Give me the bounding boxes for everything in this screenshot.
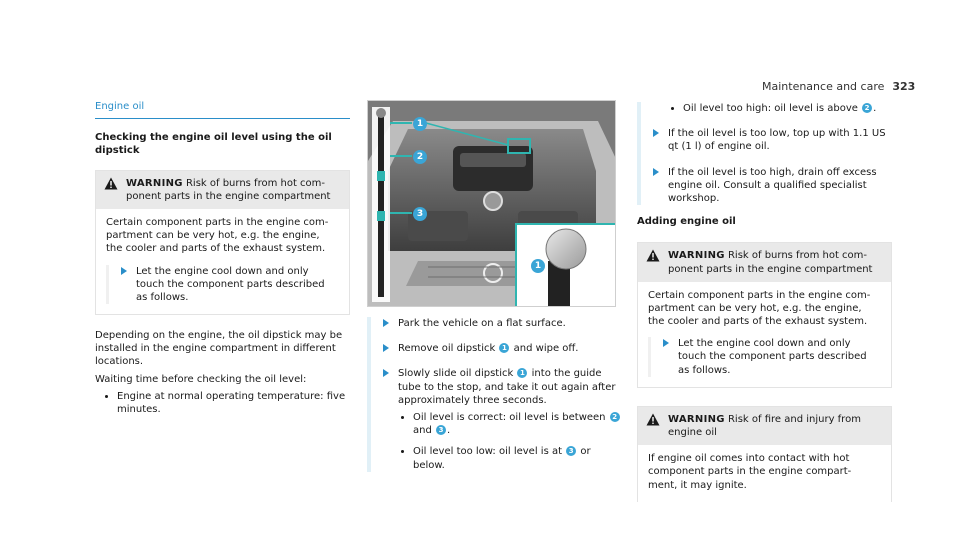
warning-label: WARNING (668, 250, 725, 262)
warning-box-burns: WARNING Risk of burns from hot com- pone… (637, 242, 892, 388)
engine-illustration (368, 101, 615, 306)
warning-label: WARNING (126, 177, 183, 189)
step-top-up: If the oil level is too low, top up with… (653, 127, 892, 153)
step-slide: Slowly slide oil dipstick 1 into the gui… (383, 367, 622, 407)
bullet-dot (401, 415, 404, 419)
bullet-dot (401, 450, 404, 454)
ref-num-2: 2 (862, 103, 873, 113)
column-2: 1 2 3 1 Park the vehicle on a flat surfa… (367, 100, 622, 472)
arrow-icon (383, 369, 389, 378)
arrow-icon (383, 344, 389, 353)
warning-head-text: WARNING Risk of burns from hot com- pone… (668, 250, 873, 275)
ref-num-3: 3 (566, 446, 577, 457)
steps-checking: Park the vehicle on a flat surface. Remo… (367, 317, 622, 472)
header-title: Maintenance and care (762, 80, 885, 93)
ref-num-3: 3 (436, 425, 447, 436)
callout-inset-1: 1 (531, 259, 545, 273)
warning-triangle-icon (646, 413, 660, 426)
warning-body-text: If engine oil comes into contact with ho… (648, 453, 852, 491)
list-item: Oil level too low: oil level is at 3 or … (383, 445, 622, 471)
warning-header: WARNING Risk of burns from hot com- pone… (96, 170, 349, 209)
warning-body: Certain component parts in the engine co… (96, 209, 349, 314)
warning-box-fire: WARNING Risk of fire and injury from eng… (637, 405, 892, 502)
page-number: 323 (892, 80, 916, 93)
paragraph-waiting: Waiting time before checking the oil lev… (95, 373, 307, 385)
column-3: Oil level too high: oil level is above 2… (637, 100, 892, 516)
arrow-icon (653, 167, 659, 176)
callout-1: 1 (413, 117, 427, 131)
step-park: Park the vehicle on a flat surface. (383, 317, 622, 330)
arrow-icon (653, 129, 659, 138)
engine-compartment-image: 1 2 3 1 (367, 100, 616, 307)
list-item: Engine at normal operating temperature: … (95, 390, 350, 416)
warning-triangle-icon (646, 249, 660, 262)
warning-label: WARNING (668, 413, 725, 425)
arrow-icon (121, 266, 127, 275)
warning-body: If engine oil comes into contact with ho… (638, 445, 891, 502)
warning-triangle-icon (104, 177, 118, 190)
arrow-icon (383, 319, 389, 327)
warning-box: WARNING Risk of burns from hot com- pone… (95, 169, 350, 316)
ref-num-2: 2 (609, 411, 620, 422)
warning-body-text: Certain component parts in the engine co… (648, 289, 871, 328)
arrow-icon (663, 339, 669, 348)
column-1: Engine oil Checking the engine oil level… (95, 100, 350, 416)
section-title: Engine oil (95, 100, 350, 120)
warning-body-text: Certain component parts in the engine co… (106, 216, 329, 255)
warning-head-text: WARNING Risk of fire and injury from eng… (668, 413, 861, 438)
sub-title-adding: Adding engine oil (637, 216, 736, 228)
list-item: Oil level too high: oil level is above 2… (653, 102, 892, 115)
warning-step: Let the engine cool down and only touch … (106, 264, 339, 305)
warning-header: WARNING Risk of fire and injury from eng… (638, 406, 891, 446)
running-header: Maintenance and care 323 (762, 80, 915, 95)
warning-body: Certain component parts in the engine co… (638, 282, 891, 387)
warning-header: WARNING Risk of burns from hot com- pone… (638, 243, 891, 282)
callout-3: 3 (413, 207, 427, 221)
paragraph-location: Depending on the engine, the oil dipstic… (95, 330, 343, 368)
step-drain: If the oil level is too high, drain off … (653, 166, 892, 206)
ref-num-1: 1 (517, 368, 528, 379)
bullet-dot (105, 394, 108, 398)
warning-head-text: WARNING Risk of burns from hot com- pone… (126, 177, 331, 202)
steps-checking-cont: Oil level too high: oil level is above 2… (637, 102, 892, 206)
list-item: Oil level is correct: oil level is betwe… (383, 411, 622, 437)
ref-num-1: 1 (499, 343, 510, 354)
step-remove: Remove oil dipstick 1 and wipe off. (383, 342, 622, 355)
bullet-dot (671, 107, 674, 110)
sub-title-checking: Checking the engine oil level using the … (95, 132, 332, 157)
warning-step: Let the engine cool down and only touch … (648, 337, 881, 377)
callout-2: 2 (413, 150, 427, 164)
